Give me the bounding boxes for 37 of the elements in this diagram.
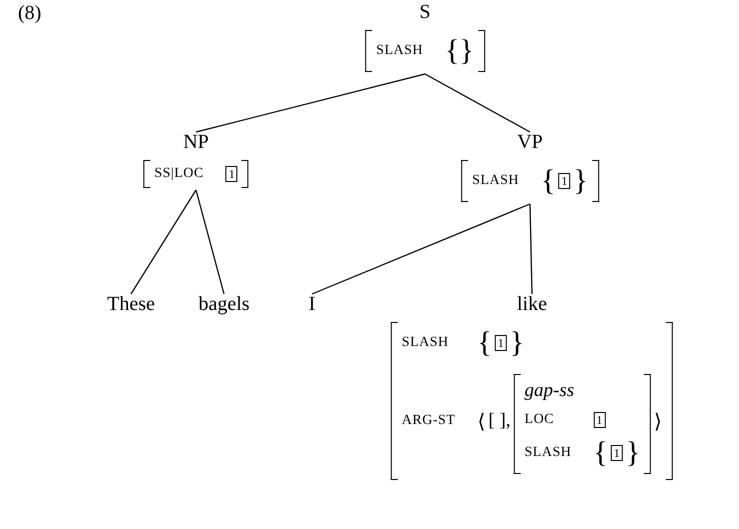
category-label: S [419,0,431,24]
set-brace: } [626,438,640,468]
feature-name: SLASH [472,173,520,189]
tree-branch [196,73,426,133]
feature-name: SLASH [376,43,424,59]
category-label: like [517,292,547,316]
structure-tag: 1 [593,412,606,428]
example-number: (8) [18,2,42,25]
feature-name: SLASH [402,335,450,351]
angle-bracket: ⟩ [654,410,662,434]
word-label: bagels [198,292,250,316]
structure-tag: 1 [226,166,238,182]
category-label: NP [183,130,209,154]
tree-branch [529,204,533,294]
structure-tag: 1 [610,445,623,461]
set-brace: { [593,438,608,468]
set-brace: { [477,328,492,358]
structure-tag: 1 [558,173,570,189]
category-label: VP [517,130,543,154]
angle-bracket: ⟨ [477,410,486,434]
tree-branch [424,73,530,133]
tree-branch [312,203,530,295]
empty-structure: [ ], [488,410,511,432]
feature-name: ARG-ST [402,413,456,429]
set-brace: } [510,328,524,358]
type-label: gap-ss [524,380,574,402]
feature-name: LOC [524,412,556,428]
feature-name: SLASH [524,445,572,461]
word-label: I [308,292,316,316]
word-label: These [107,292,155,316]
tree-branch [195,190,225,294]
set-brace: } [573,166,588,196]
set-brace: { [541,166,556,196]
structure-tag: 1 [494,335,507,351]
tree-branch [130,190,196,294]
feature-name: SS|LOC [154,166,204,182]
empty-set: {} [445,36,474,66]
